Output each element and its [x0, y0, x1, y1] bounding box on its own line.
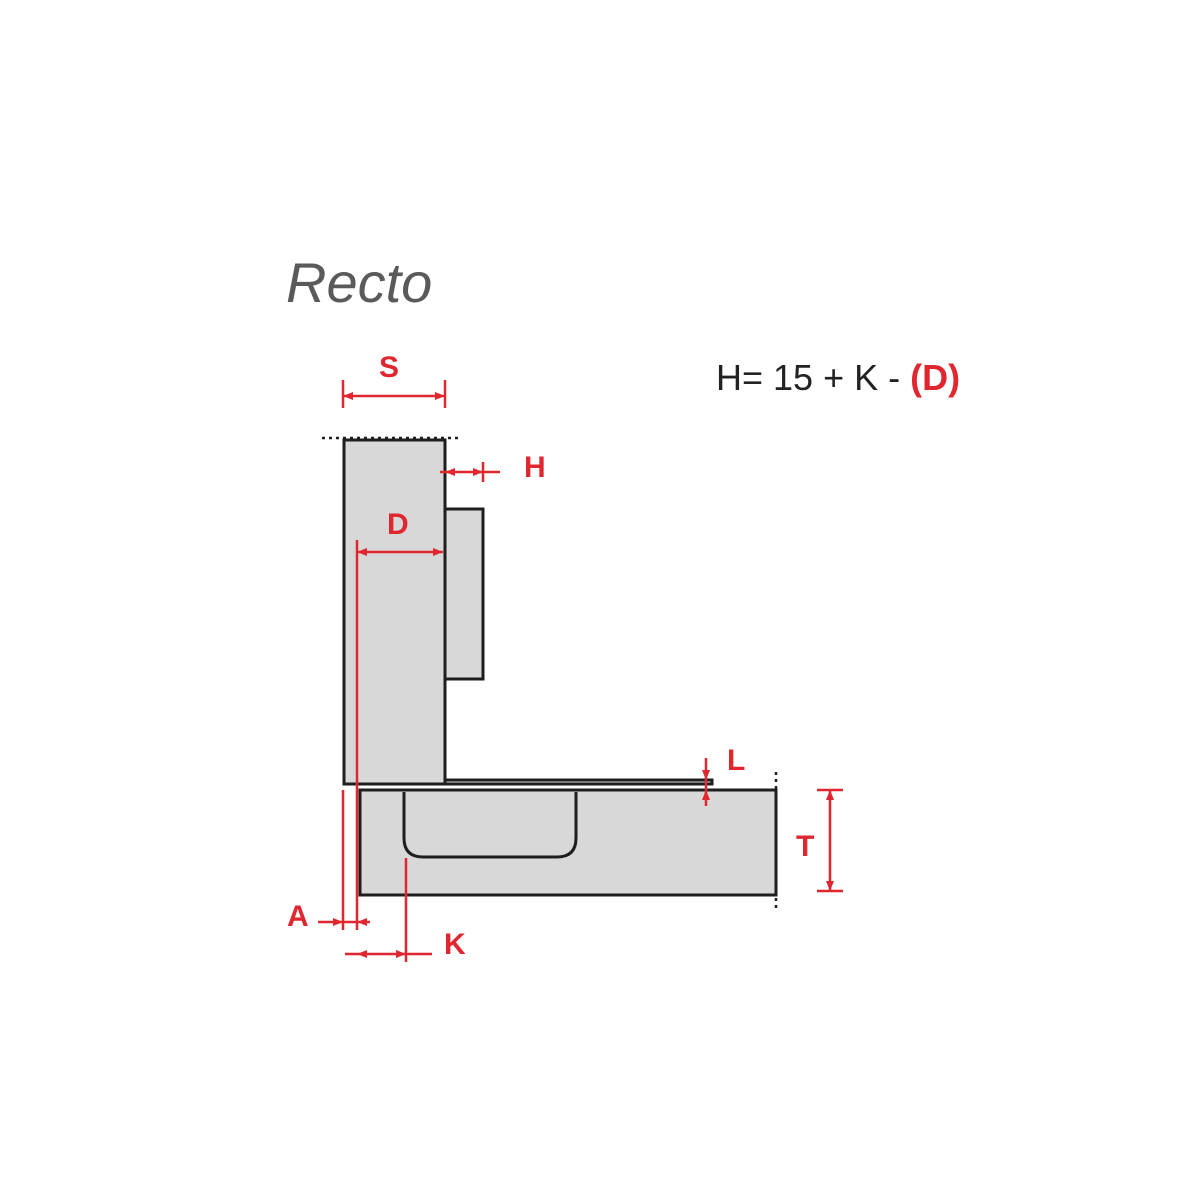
mounting-plate — [443, 507, 485, 681]
label-s: S — [379, 351, 399, 384]
label-k: K — [444, 928, 466, 961]
formula: H= 15 + K - (D) — [716, 357, 960, 398]
dimension-s: S — [341, 351, 447, 408]
dimension-h: H — [440, 451, 546, 484]
diagram-title: Recto — [286, 251, 432, 314]
formula-main: H= 15 + K - — [716, 357, 910, 398]
dimension-a: A — [287, 790, 370, 933]
dimension-d: D — [355, 508, 443, 930]
cabinet-side-panel — [342, 438, 447, 786]
hinge-arm — [443, 778, 714, 786]
dimension-t: T — [796, 788, 843, 893]
dimension-l: L — [702, 744, 745, 806]
label-l: L — [727, 744, 745, 777]
label-a: A — [287, 900, 309, 933]
formula-highlight: (D) — [910, 357, 960, 398]
door-panel — [358, 788, 778, 897]
label-d: D — [387, 508, 409, 541]
hinge-cup — [402, 792, 578, 859]
label-h: H — [524, 451, 546, 484]
dimension-k: K — [345, 858, 466, 962]
label-t: T — [796, 830, 814, 863]
